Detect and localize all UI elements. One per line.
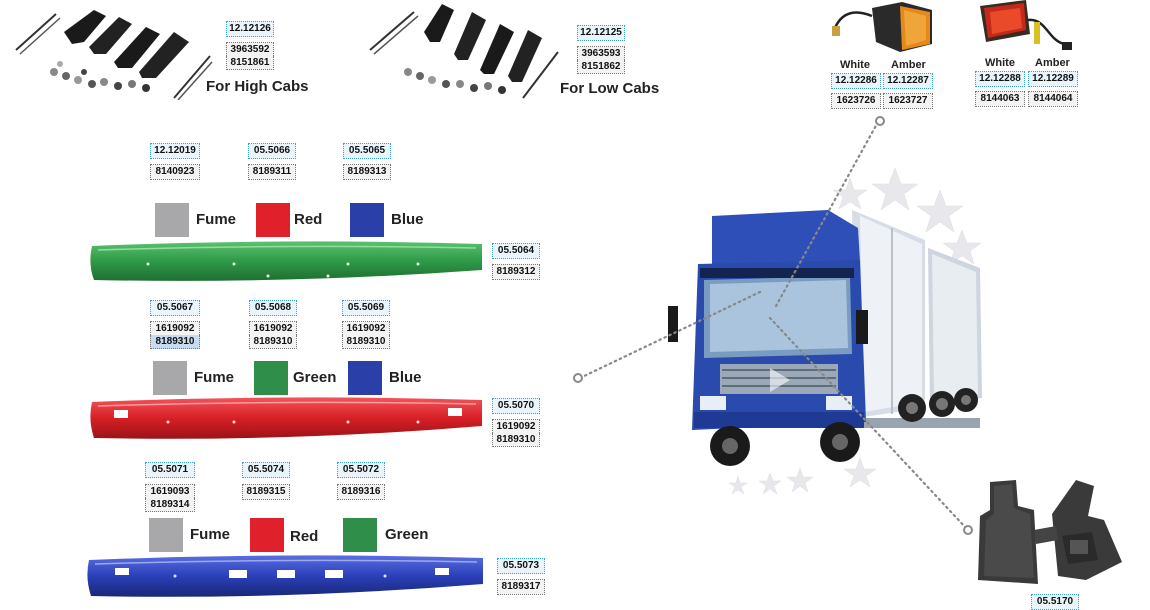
- visor2-code-a-3: 8189310: [150, 335, 200, 349]
- visor2-side-code-2: 1619092: [492, 419, 540, 433]
- lamp-left-white-label: White: [840, 59, 870, 71]
- bracket-kit-high-image: [14, 2, 214, 101]
- visor1-image: [88, 240, 486, 284]
- visor3-swatch-3: [343, 518, 377, 552]
- visor1-swatch-1: [155, 203, 189, 237]
- visor2-side-code-3: 8189310: [492, 433, 540, 447]
- marker-lamp-left-image: [832, 0, 942, 58]
- visor2-code-b-2: 1619092: [249, 321, 297, 335]
- visor3-code-a-2: 1619093: [145, 484, 195, 498]
- visor3-swatch-1: [149, 518, 183, 552]
- truck-image: [660, 167, 990, 498]
- bracket-high-code-1: 12.12126: [226, 21, 274, 37]
- lamp-left-white-code-2: 1623726: [831, 93, 881, 109]
- visor2-swatch-2: [254, 361, 288, 395]
- bracket-high-code-2: 3963592: [226, 42, 274, 56]
- bracket-low-code-3: 8151862: [577, 60, 625, 74]
- visor1-swatch-2-label: Red: [294, 211, 323, 228]
- lamp-left-amber-label: Amber: [891, 59, 926, 71]
- visor1-code-c-2: 8189313: [343, 164, 391, 180]
- visor3-code-c-2: 8189316: [337, 484, 385, 500]
- lamp-right-amber-label: Amber: [1035, 57, 1070, 69]
- visor2-code-b-1: 05.5068: [249, 300, 297, 316]
- lamp-right-amber-code-1: 12.12289: [1028, 71, 1078, 87]
- visor3-code-b-2: 8189315: [242, 484, 290, 500]
- visor2-swatch-3-label: Blue: [389, 369, 422, 386]
- bracket-low-label: For Low Cabs: [560, 80, 660, 97]
- visor2-code-c-2: 1619092: [342, 321, 390, 335]
- bracket-high-label: For High Cabs: [206, 78, 309, 95]
- visor2-image: [88, 396, 486, 442]
- lamp-left-white-code-1: 12.12286: [831, 73, 881, 89]
- visor2-code-a-1: 05.5067: [150, 300, 200, 316]
- lamp-right-white-code-1: 12.12288: [975, 71, 1025, 87]
- visor3-code-c-1: 05.5072: [337, 462, 385, 478]
- bracket-low-code-2: 3963593: [577, 46, 625, 60]
- visor1-swatch-1-label: Fume: [196, 211, 237, 228]
- visor2-swatch-2-label: Green: [293, 369, 337, 386]
- visor1-code-a-2: 8140923: [150, 164, 200, 180]
- visor2-code-a-2: 1619092: [150, 321, 200, 335]
- marker-lamp-right-image: [976, 0, 1076, 56]
- visor2-code-c-1: 05.5069: [342, 300, 390, 316]
- visor2-side-code-1: 05.5070: [492, 398, 540, 414]
- visor1-code-b-2: 8189311: [248, 164, 296, 180]
- visor3-code-b-1: 05.5074: [242, 462, 290, 478]
- visor1-swatch-3: [350, 203, 384, 237]
- bracket-low-code-1: 12.12125: [577, 25, 625, 41]
- visor1-code-c-1: 05.5065: [343, 143, 391, 159]
- visor3-swatch-1-label: Fume: [190, 526, 231, 543]
- visor2-swatch-1-label: Fume: [194, 369, 235, 386]
- visor3-code-a-1: 05.5071: [145, 462, 195, 478]
- visor1-swatch-3-label: Blue: [391, 211, 424, 228]
- lamp-left-amber-code-1: 12.12287: [883, 73, 933, 89]
- visor1-code-b-1: 05.5066: [248, 143, 296, 159]
- visor1-side-code-1: 05.5064: [492, 243, 540, 259]
- floor-mat-image: [976, 476, 1126, 588]
- visor3-swatch-3-label: Green: [385, 526, 429, 543]
- visor1-code-a-1: 12.12019: [150, 143, 200, 159]
- visor2-code-b-3: 8189310: [249, 335, 297, 349]
- visor3-code-a-3: 8189314: [145, 498, 195, 512]
- lamp-right-white-code-2: 8144063: [975, 91, 1025, 107]
- lamp-right-amber-code-2: 8144064: [1028, 91, 1078, 107]
- visor2-swatch-1: [153, 361, 187, 395]
- visor3-side-code-2: 8189317: [497, 579, 545, 595]
- visor3-swatch-2-label: Red: [290, 528, 319, 545]
- visor3-image: [85, 554, 487, 600]
- visor3-swatch-2: [250, 518, 284, 552]
- visor3-side-code-1: 05.5073: [497, 558, 545, 574]
- visor1-side-code-2: 8189312: [492, 264, 540, 280]
- visor1-swatch-2: [256, 203, 290, 237]
- visor2-code-c-3: 8189310: [342, 335, 390, 349]
- lamp-left-amber-code-2: 1623727: [883, 93, 933, 109]
- bracket-kit-low-image: [368, 2, 568, 100]
- floor-mat-code: 05.5170: [1031, 594, 1079, 610]
- bracket-high-code-3: 8151861: [226, 56, 274, 70]
- lamp-right-white-label: White: [985, 57, 1015, 69]
- visor2-swatch-3: [348, 361, 382, 395]
